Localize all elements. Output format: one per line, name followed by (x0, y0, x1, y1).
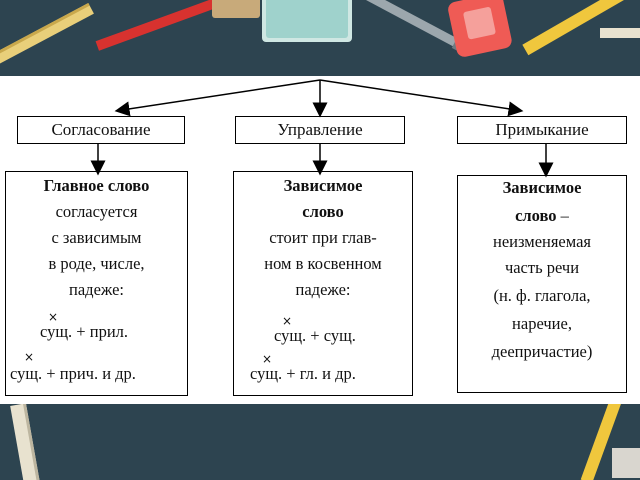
adjunction-title-2-row: слово – (458, 206, 626, 226)
school-supplies-illustration (0, 0, 640, 76)
school-supplies-illustration (0, 404, 640, 480)
government-detail-box: Зависимое слово стоит при глав- ном в ко… (233, 171, 413, 396)
adjunction-line-3: (н. ф. глагола, (493, 286, 591, 305)
connector-arrows (90, 79, 554, 178)
adjunction-line-5: деепричастие) (491, 342, 593, 361)
head-word-mark: × (262, 352, 273, 366)
adjunction-detail-box: Зависимое слово – неизменяемая часть реч… (457, 175, 627, 393)
adjunction-title-1: Зависимое (502, 178, 582, 197)
government-title-2: слово (302, 202, 344, 221)
arrow-to-adjunction (319, 79, 524, 117)
agreement-header-label: Согласование (51, 120, 151, 139)
adjunction-title-2: слово (515, 206, 557, 225)
government-line-1: стоит при глав- (269, 228, 377, 247)
government-line-3: падеже: (295, 280, 351, 299)
arrow-to-agreement (114, 79, 321, 117)
government-header-label: Управление (277, 120, 363, 139)
head-word-mark: × (48, 310, 59, 324)
agreement-example-1: сущ. + прил. (40, 322, 129, 341)
agreement-line-3: в роде, числе, (48, 254, 145, 273)
government-example-1: сущ. + сущ. (274, 326, 356, 345)
adjunction-line-2: часть речи (504, 258, 580, 277)
government-header: Управление (235, 116, 405, 144)
adjunction-dash: – (556, 206, 569, 225)
diagram-panel: Согласование Управление Примыкание Главн… (0, 76, 640, 404)
agreement-detail-box: Главное слово согласуется с зависимым в … (5, 171, 188, 396)
agreement-title: Главное слово (43, 176, 150, 195)
agreement-line-1: согласуется (55, 202, 138, 221)
adjunction-header-label: Примыкание (495, 120, 589, 139)
decorative-top-band (0, 0, 640, 76)
adjunction-line-4: наречие, (512, 314, 572, 333)
agreement-example-2: сущ. + прич. и др. (10, 364, 136, 383)
government-title-1: Зависимое (283, 176, 363, 195)
adjunction-header: Примыкание (457, 116, 627, 144)
head-word-mark: × (24, 350, 35, 364)
decorative-bottom-band (0, 404, 640, 480)
agreement-line-2: с зависимым (51, 228, 142, 247)
agreement-header: Согласование (17, 116, 185, 144)
head-word-mark: × (282, 314, 293, 328)
government-line-2: ном в косвенном (264, 254, 382, 273)
agreement-line-4: падеже: (69, 280, 124, 299)
government-example-2: сущ. + гл. и др. (250, 364, 356, 383)
adjunction-line-1: неизменяемая (492, 232, 592, 251)
